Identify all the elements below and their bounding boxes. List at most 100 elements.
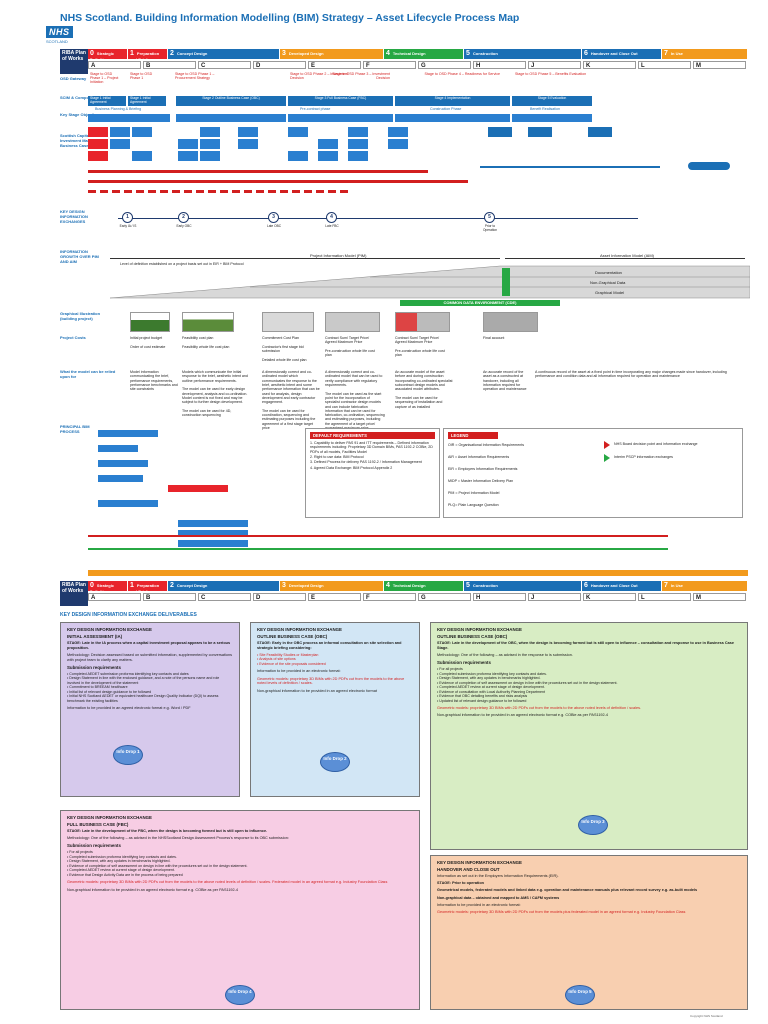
bottom-stage-name: Concept Design <box>176 583 208 588</box>
row-label-principal: PRINCIPAL BIM PROCESS <box>60 424 90 434</box>
scim-step-box <box>488 127 512 137</box>
gateway-2: Stage to OSD Phase 1 <box>130 72 153 81</box>
cost-3: Commitment Cost Plan Contractor's first … <box>262 336 307 362</box>
top-stage-number: 7 <box>664 50 668 57</box>
card4-geom: Geometric models: proprietary 3D BIMs wi… <box>67 880 388 885</box>
top-stage-number: 3 <box>282 50 286 57</box>
default-req-2: 2. Right to use data: BIM Protocol <box>310 454 364 459</box>
bottom-stage-number: 2 <box>170 582 174 589</box>
card-initial-assessment: KEY DESIGN INFORMATION EXCHANGE INITIAL … <box>60 622 240 797</box>
exchange-circle-4[interactable]: 4 <box>326 212 337 223</box>
model-use-7: A continuous record of the asset at a fi… <box>535 370 727 379</box>
card2-item: Analysis of site options <box>257 657 413 661</box>
legend-red-arrow-icon <box>604 441 610 449</box>
bim-process-step <box>168 485 228 492</box>
card4-item: Completed submission proforma identifyin… <box>67 855 413 859</box>
bottom-stage-number: 3 <box>282 582 286 589</box>
exchange-circle-3[interactable]: 3 <box>268 212 279 223</box>
exchange-label-5: Prior to Operation <box>483 224 497 232</box>
scim-phase-1: Business Planning & Briefing <box>95 107 142 111</box>
card4-item: Evidence of completion of self assessmen… <box>67 864 413 868</box>
top-stage-number: 6 <box>584 50 588 57</box>
card4-stage: STAGE: Late in the development of the FB… <box>67 829 268 833</box>
model-use-2: Models which communicate the initial res… <box>182 370 248 418</box>
principal-bim-process-diagram <box>88 425 388 570</box>
top-stage-letter-D: D <box>253 61 306 69</box>
bottom-stage-letter-K: K <box>583 593 636 601</box>
model-use-4: A dimensionally correct and co-ordinated… <box>325 370 385 430</box>
info-drop-3-button[interactable]: Info Drop 3 <box>578 815 608 835</box>
top-stage-name: Strategic Definition <box>90 51 115 62</box>
card4-method: Methodology: One of the following – as a… <box>67 836 289 841</box>
bottom-stage-letter-E: E <box>308 593 361 601</box>
card1-subhead: Submission requirements <box>67 664 121 670</box>
scim-step-box <box>88 151 108 161</box>
scim-step-box <box>88 127 108 137</box>
bim-process-step <box>178 530 248 537</box>
card3-item: Completed submission proforma identifyin… <box>437 672 741 676</box>
process-phase-band <box>88 570 748 576</box>
legend-board-decision: NHS Board decision point and information… <box>614 442 698 446</box>
scim-step-box <box>318 139 338 149</box>
bim-process-step <box>178 540 248 547</box>
card1-elec: Information to be provided in an agreed … <box>67 706 191 711</box>
info-drop-1-button[interactable]: Info Drop 1 <box>113 745 143 765</box>
exchange-label-1: Early IA / IS <box>119 224 137 228</box>
row-label-osd: OSD Gateway <box>60 76 87 81</box>
card4-item: For all projects <box>67 850 413 854</box>
legend-plq: PLQ= Plain Language Question <box>448 503 499 507</box>
gateway-6: Stage to OSD Phase 4 – Readiness for Ser… <box>424 72 500 76</box>
top-stage-letter-F: F <box>363 61 416 69</box>
card2-stage: STAGE: Early in the OBC process an infor… <box>257 641 402 650</box>
scim-phase-4: Benefit Realisation <box>530 107 560 111</box>
card3-subhead: Submission requirements <box>437 660 491 666</box>
bottom-stage-name: Strategic Definition <box>90 583 115 594</box>
bottom-stage-number: 1 <box>130 582 134 589</box>
card4-item: Design Statement, with any updates in be… <box>67 859 413 863</box>
scim-step-box <box>388 139 408 149</box>
nhs-logo-sub: SCOTLAND <box>46 39 68 44</box>
bottom-stage-number: 4 <box>386 582 390 589</box>
exchange-circle-1[interactable]: 1 <box>122 212 133 223</box>
bottom-stage-letter-B: B <box>143 593 196 601</box>
info-drop-5-button[interactable]: Info Drop 5 <box>565 985 595 1005</box>
info-drop-2-button[interactable]: Info Drop 2 <box>320 752 350 772</box>
bottom-stage-number: 7 <box>664 582 668 589</box>
scim-step-box <box>200 151 220 161</box>
card3-item: Evidence of consultation with Local Auth… <box>437 690 741 694</box>
card4-subhead: Submission requirements <box>67 843 121 849</box>
card2-geom: Geometric models: proprietary 3D BIMs wi… <box>257 676 405 686</box>
info-drop-4-button[interactable]: Info Drop 4 <box>225 985 255 1005</box>
model-use-1: Model information communicating the brie… <box>130 370 178 392</box>
bottom-stage-letter-D: D <box>253 593 306 601</box>
scim-box-1b: Stage 1 Initial Agreement <box>128 96 166 106</box>
card3-item: For all projects <box>437 667 741 671</box>
bottom-stage-number: 5 <box>466 582 470 589</box>
gateway-5: Stage to OSD Phase 3 – Investment Decisi… <box>332 72 390 81</box>
exchange-circle-5[interactable]: 5 <box>484 212 495 223</box>
scim-step-box <box>178 139 198 149</box>
exchange-circle-2[interactable]: 2 <box>178 212 189 223</box>
info-wedge-handover-marker <box>502 268 510 296</box>
card3-item: Design Statement, with any updates in be… <box>437 676 741 680</box>
bottom-stage-letter-G: G <box>418 593 471 601</box>
cost-4: Contract Sum/ Target Price/ Agreed Maxim… <box>325 336 375 358</box>
aim-label: Asset Information Model (AIM) <box>600 253 655 258</box>
top-stage-letter-H: H <box>473 61 526 69</box>
scim-box-2: Stage 2 Outline Business Case (OBC) <box>176 96 286 106</box>
flow-end-pill <box>688 162 730 170</box>
card3-item: Evidence that OBC detailing benefits and… <box>437 694 741 698</box>
card1-item: Initial NHS Scotland AEDET or equivalent… <box>67 694 233 703</box>
exchange-label-4: Late FBC <box>325 224 339 228</box>
bottom-stage-letter-J: J <box>528 593 581 601</box>
top-stage-name: Preparation and Brief <box>130 51 160 62</box>
